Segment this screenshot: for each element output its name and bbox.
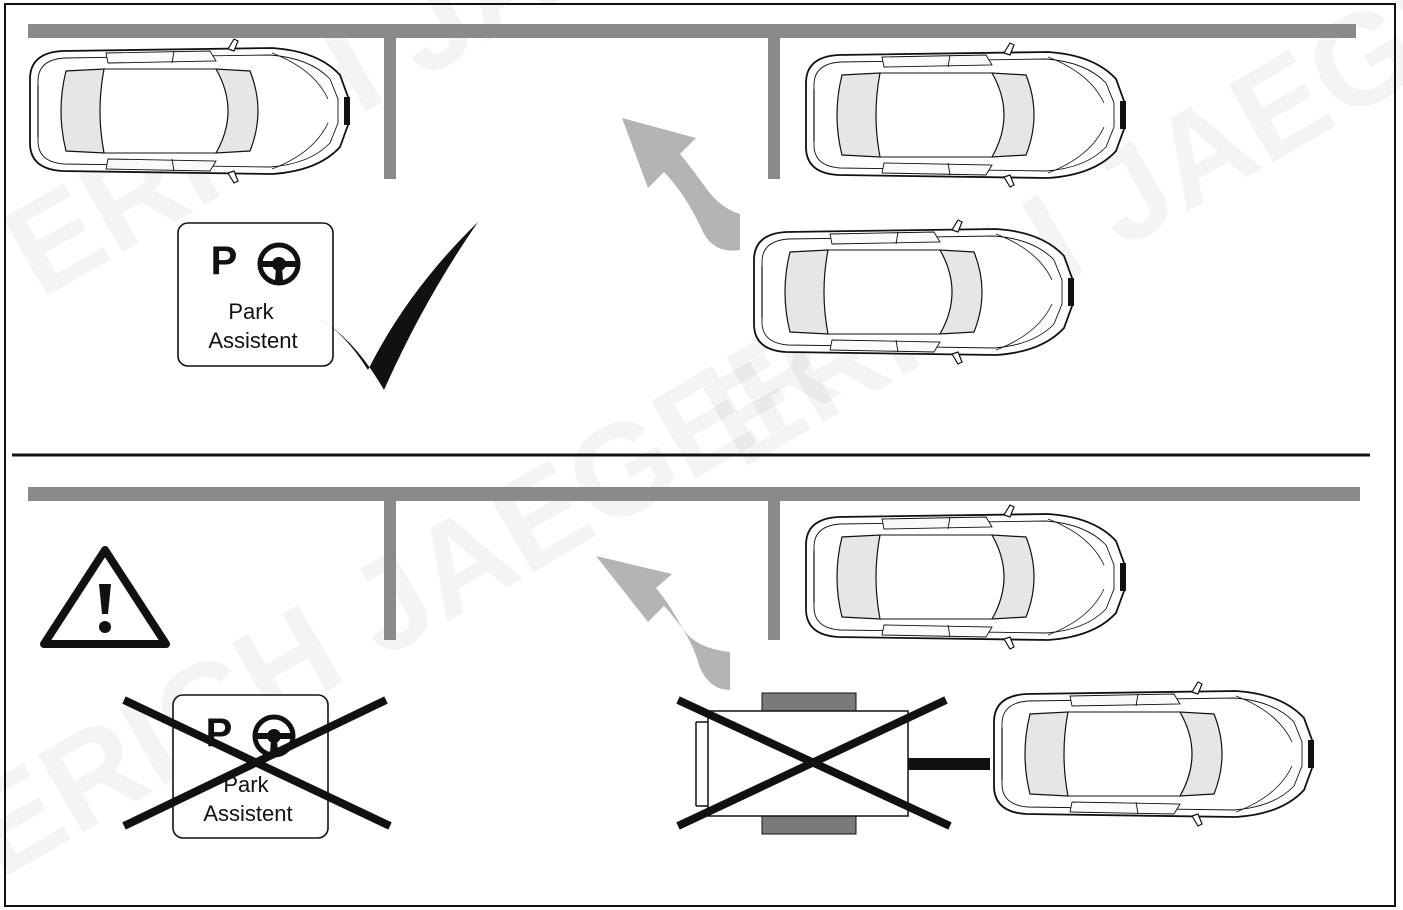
towing-car: [994, 682, 1314, 826]
parking-divider: [384, 501, 396, 640]
badge-line1: Park: [228, 299, 274, 324]
badge-line2: Assistent: [203, 801, 292, 826]
warning-triangle-icon: [44, 550, 166, 644]
parked-car: [806, 505, 1126, 649]
maneuver-arrow-icon: [596, 556, 730, 690]
parking-divider: [768, 38, 780, 179]
badge-letter: P: [211, 239, 238, 283]
maneuver-arrow-icon: [622, 118, 740, 251]
checkmark-icon: [318, 222, 478, 390]
trailer-crossed-icon: [678, 693, 990, 834]
parking-divider: [768, 501, 780, 640]
maneuvering-car: [754, 220, 1074, 364]
parked-car: [30, 39, 350, 183]
parking-wall: [28, 24, 1356, 38]
badge-line2: Assistent: [208, 328, 297, 353]
parking-wall: [28, 487, 1360, 501]
parked-car: [806, 43, 1126, 187]
parking-divider: [384, 38, 396, 179]
park-assist-badge: P Park Assistent: [178, 223, 333, 366]
